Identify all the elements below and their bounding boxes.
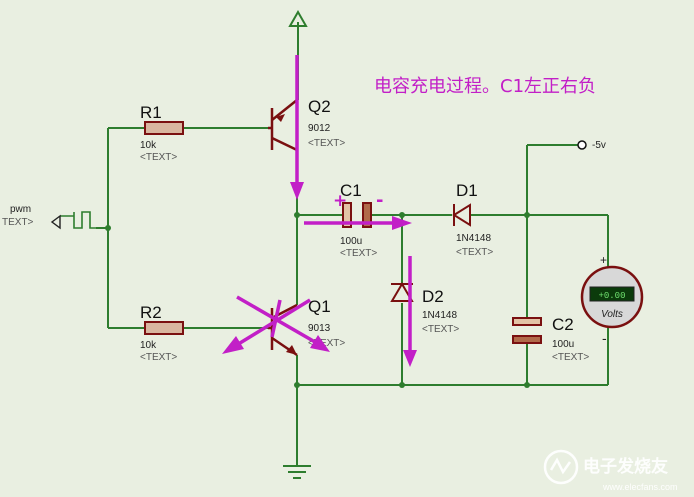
- watermark-url: www.elecfans.com: [602, 482, 678, 492]
- voltmeter-plus: +: [600, 253, 607, 267]
- r1-name: R1: [140, 103, 162, 122]
- ground-icon: [283, 465, 311, 479]
- voltmeter-unit: Volts: [601, 309, 623, 320]
- terminal-5v: -5v: [577, 140, 606, 151]
- junctions: [105, 212, 530, 388]
- voltmeter-reading: +0.00: [598, 291, 625, 301]
- q1-emitter-arrow-icon: [286, 345, 297, 355]
- c1-minus-sign: -: [376, 190, 383, 211]
- c2-name: C2: [552, 315, 574, 334]
- r2-name: R2: [140, 303, 162, 322]
- annotation-text: 电容充电过程。C1左正右负: [374, 76, 596, 97]
- d2-value: 1N4148: [422, 310, 457, 321]
- d1-value: 1N4148: [456, 233, 491, 244]
- d1-name: D1: [456, 181, 478, 200]
- d1-text: <TEXT>: [456, 247, 493, 258]
- pwm-text: TEXT>: [2, 217, 34, 228]
- capacitor-c1: C1 100u <TEXT>: [340, 181, 377, 259]
- c1-text: <TEXT>: [340, 248, 377, 259]
- voltmeter-minus: -: [602, 330, 607, 346]
- terminal-label: -5v: [592, 140, 606, 151]
- pwm-label: pwm: [10, 204, 31, 215]
- r1-text: <TEXT>: [140, 152, 177, 163]
- watermark-text: 电子发烧友: [583, 456, 668, 477]
- wires: [96, 22, 609, 466]
- d2-text: <TEXT>: [422, 324, 459, 335]
- q1-text: <TEXT>: [308, 338, 345, 349]
- c2-text: <TEXT>: [552, 352, 589, 363]
- d2-name: D2: [422, 287, 444, 306]
- q2-emitter-arrow-icon: [276, 114, 285, 122]
- c1-name: C1: [340, 181, 362, 200]
- q2-value: 9012: [308, 123, 331, 134]
- current-flow-arrows: [222, 55, 417, 367]
- resistor-r2: R2 10k <TEXT>: [140, 303, 184, 363]
- transistor-q2: [268, 99, 298, 152]
- watermark: 电子发烧友 www.elecfans.com: [543, 449, 678, 492]
- q2-text: <TEXT>: [308, 138, 345, 149]
- r2-value: 10k: [140, 340, 157, 351]
- c1-plus-sign: +: [333, 191, 347, 211]
- supply-arrow-icon: [288, 9, 308, 27]
- q1-name: Q1: [308, 297, 331, 316]
- diode-d1: [452, 203, 471, 227]
- r1-value: 10k: [140, 140, 157, 151]
- q1-value: 9013: [308, 323, 331, 334]
- r2-text: <TEXT>: [140, 352, 177, 363]
- pwm-source: pwm TEXT>: [2, 204, 96, 230]
- voltmeter: +0.00 Volts + -: [580, 253, 644, 346]
- watermark-logo-icon: [543, 449, 579, 485]
- c1-value: 100u: [340, 236, 362, 247]
- q2-name: Q2: [308, 97, 331, 116]
- c2-value: 100u: [552, 339, 574, 350]
- resistor-r1: R1 10k <TEXT>: [140, 103, 184, 163]
- capacitor-c2: C2 100u <TEXT>: [512, 315, 589, 363]
